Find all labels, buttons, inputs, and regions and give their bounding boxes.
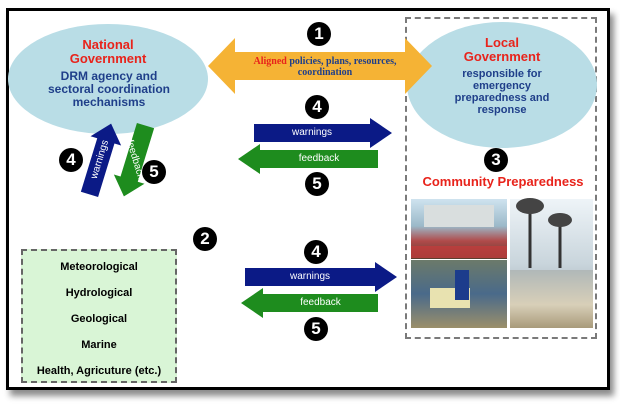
aligned-text: Aligned policies, plans, resources, coor…: [225, 56, 425, 78]
local-description: responsible for emergency preparedness a…: [438, 68, 566, 116]
local-desc-line1: responsible for: [462, 68, 542, 80]
local-government-ellipse: [407, 22, 597, 148]
national-desc-line1: DRM agency and: [60, 69, 158, 83]
feedback-label-top: feedback: [298, 153, 340, 164]
warnings-label-bottom: warnings: [289, 271, 331, 282]
badge-2: 2: [193, 227, 217, 251]
local-desc-line2: emergency: [472, 80, 532, 93]
local-title-line1: Local: [485, 35, 519, 50]
local-desc-line3: preparedness and: [454, 92, 550, 105]
badge-1: 1: [307, 22, 331, 46]
badge-3: 3: [484, 148, 508, 172]
national-desc-line2: sectoral coordination: [47, 82, 171, 97]
national-description: DRM agency and sectoral coordination mec…: [22, 69, 196, 110]
local-desc-line4: response: [477, 104, 527, 117]
warnings-arrow-up: [80, 123, 122, 198]
badge-5-bottom: 5: [304, 317, 328, 341]
aligned-rest: policies, plans, resources,: [289, 56, 397, 67]
hazard-hydrological: Hydrological: [65, 287, 133, 299]
national-title-line2: Government: [69, 51, 147, 67]
hazard-health-agriculture: Health, Agricuture (etc.): [36, 365, 162, 377]
local-title-line2: Government: [463, 49, 541, 65]
hazard-meteorological: Meteorological: [60, 261, 138, 273]
local-community-dashed-box: [405, 17, 597, 339]
aligned-line2: coordination: [297, 67, 353, 78]
national-desc-line3: mechanisms: [72, 95, 146, 110]
badge-5-top: 5: [305, 172, 329, 196]
national-government-ellipse: [8, 24, 208, 134]
national-title-line1: National: [82, 37, 134, 52]
aligned-word: Aligned: [253, 56, 287, 67]
badge-5-left: 5: [142, 160, 166, 184]
badge-4-bottom: 4: [304, 240, 328, 264]
national-title: National Government: [40, 37, 176, 67]
warnings-arrow-bottom: [245, 262, 397, 292]
feedback-label-bottom: feedback: [300, 297, 341, 308]
feedback-arrow-down: [113, 122, 155, 197]
hazard-agencies-box: Meteorological Hydrological Geological M…: [21, 249, 177, 383]
warnings-label-top: warnings: [291, 127, 333, 138]
community-preparedness-title: Community Preparedness: [422, 174, 584, 189]
feedback-arrow-top: [238, 144, 378, 174]
hazard-marine: Marine: [81, 339, 117, 351]
badge-4-top: 4: [305, 95, 329, 119]
warnings-arrow-top: [254, 118, 392, 148]
local-title: Local Government: [438, 35, 566, 65]
aligned-double-arrow: [208, 38, 432, 94]
hazard-geological: Geological: [70, 313, 128, 325]
badge-4-left: 4: [59, 148, 83, 172]
community-photo-collage: [411, 198, 593, 328]
feedback-arrow-bottom: [241, 288, 378, 318]
